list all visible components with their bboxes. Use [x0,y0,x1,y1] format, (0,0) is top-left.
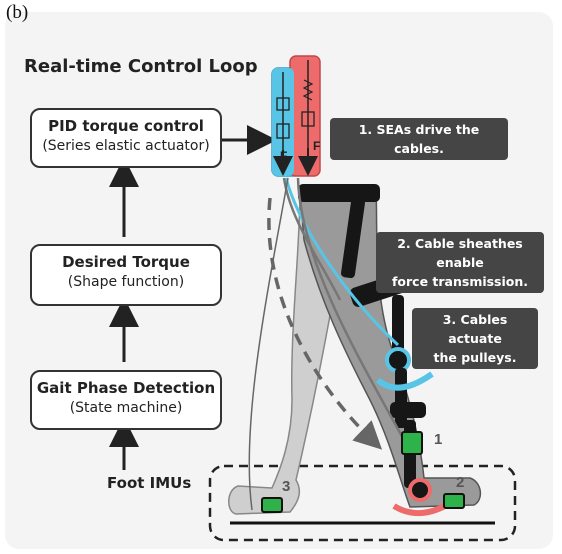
cable-sheath-1 [282,177,342,301]
foot-imu-region [208,464,517,542]
sensor-2 [443,493,465,509]
gait-phase-detection-block: Gait Phase Detection (State machine) [30,370,222,430]
gait-phase-title: Gait Phase Detection [36,379,216,397]
desired-torque-title: Desired Torque [62,253,190,271]
callout-cable-sheathes: 2. Cable sheathes enable force transmiss… [376,232,544,293]
callout-2-line-1: 2. Cable sheathes enable [397,236,523,270]
figure-label: (b) [6,2,29,23]
sensor-number-1: 1 [434,431,442,448]
callout-1-line-1: 1. SEAs drive the cables. [358,122,480,156]
pid-block-subtitle: (Series elastic actuator) [42,138,210,154]
motion-dashed-arrow [267,197,383,450]
callout-3-line-1: 3. Cables actuate [442,312,508,346]
hip-strap [298,184,380,202]
sea-red-housing [289,55,321,177]
pid-torque-control-block: PID torque control (Series elastic actua… [30,108,222,168]
knee-rotation-arrow [375,371,434,391]
desired-torque-subtitle: (Shape function) [67,274,185,290]
cable-sheath-2 [296,177,406,441]
force-label-blue: F [280,149,287,163]
callout-3-line-2: the pulleys. [433,350,517,365]
callout-cables-actuate-pulleys: 3. Cables actuate the pulleys. [412,308,538,369]
thin-wire [248,177,289,511]
shank-bar [395,368,407,428]
diagram-title: Real-time Control Loop [24,56,258,77]
ankle-pulley [408,478,432,502]
desired-torque-block: Desired Torque (Shape function) [30,244,222,306]
sensor-number-3: 3 [282,478,290,495]
foot-imus-label: Foot IMUs [107,474,192,492]
gait-phase-subtitle: (State machine) [69,400,183,416]
shank-cuff [390,402,426,418]
blue-cable [284,177,400,347]
pid-block-title: PID torque control [48,117,204,135]
force-label-red: F [313,139,320,153]
callout-seas-drive-cables: 1. SEAs drive the cables. [330,118,508,160]
sensor-number-2: 2 [456,474,464,491]
thigh-bar [341,197,365,279]
callout-2-line-2: force transmission. [391,274,529,289]
sensor-1 [401,431,423,455]
back-leg [228,187,341,515]
knee-pulley [385,347,411,373]
sensor-3 [261,497,283,513]
